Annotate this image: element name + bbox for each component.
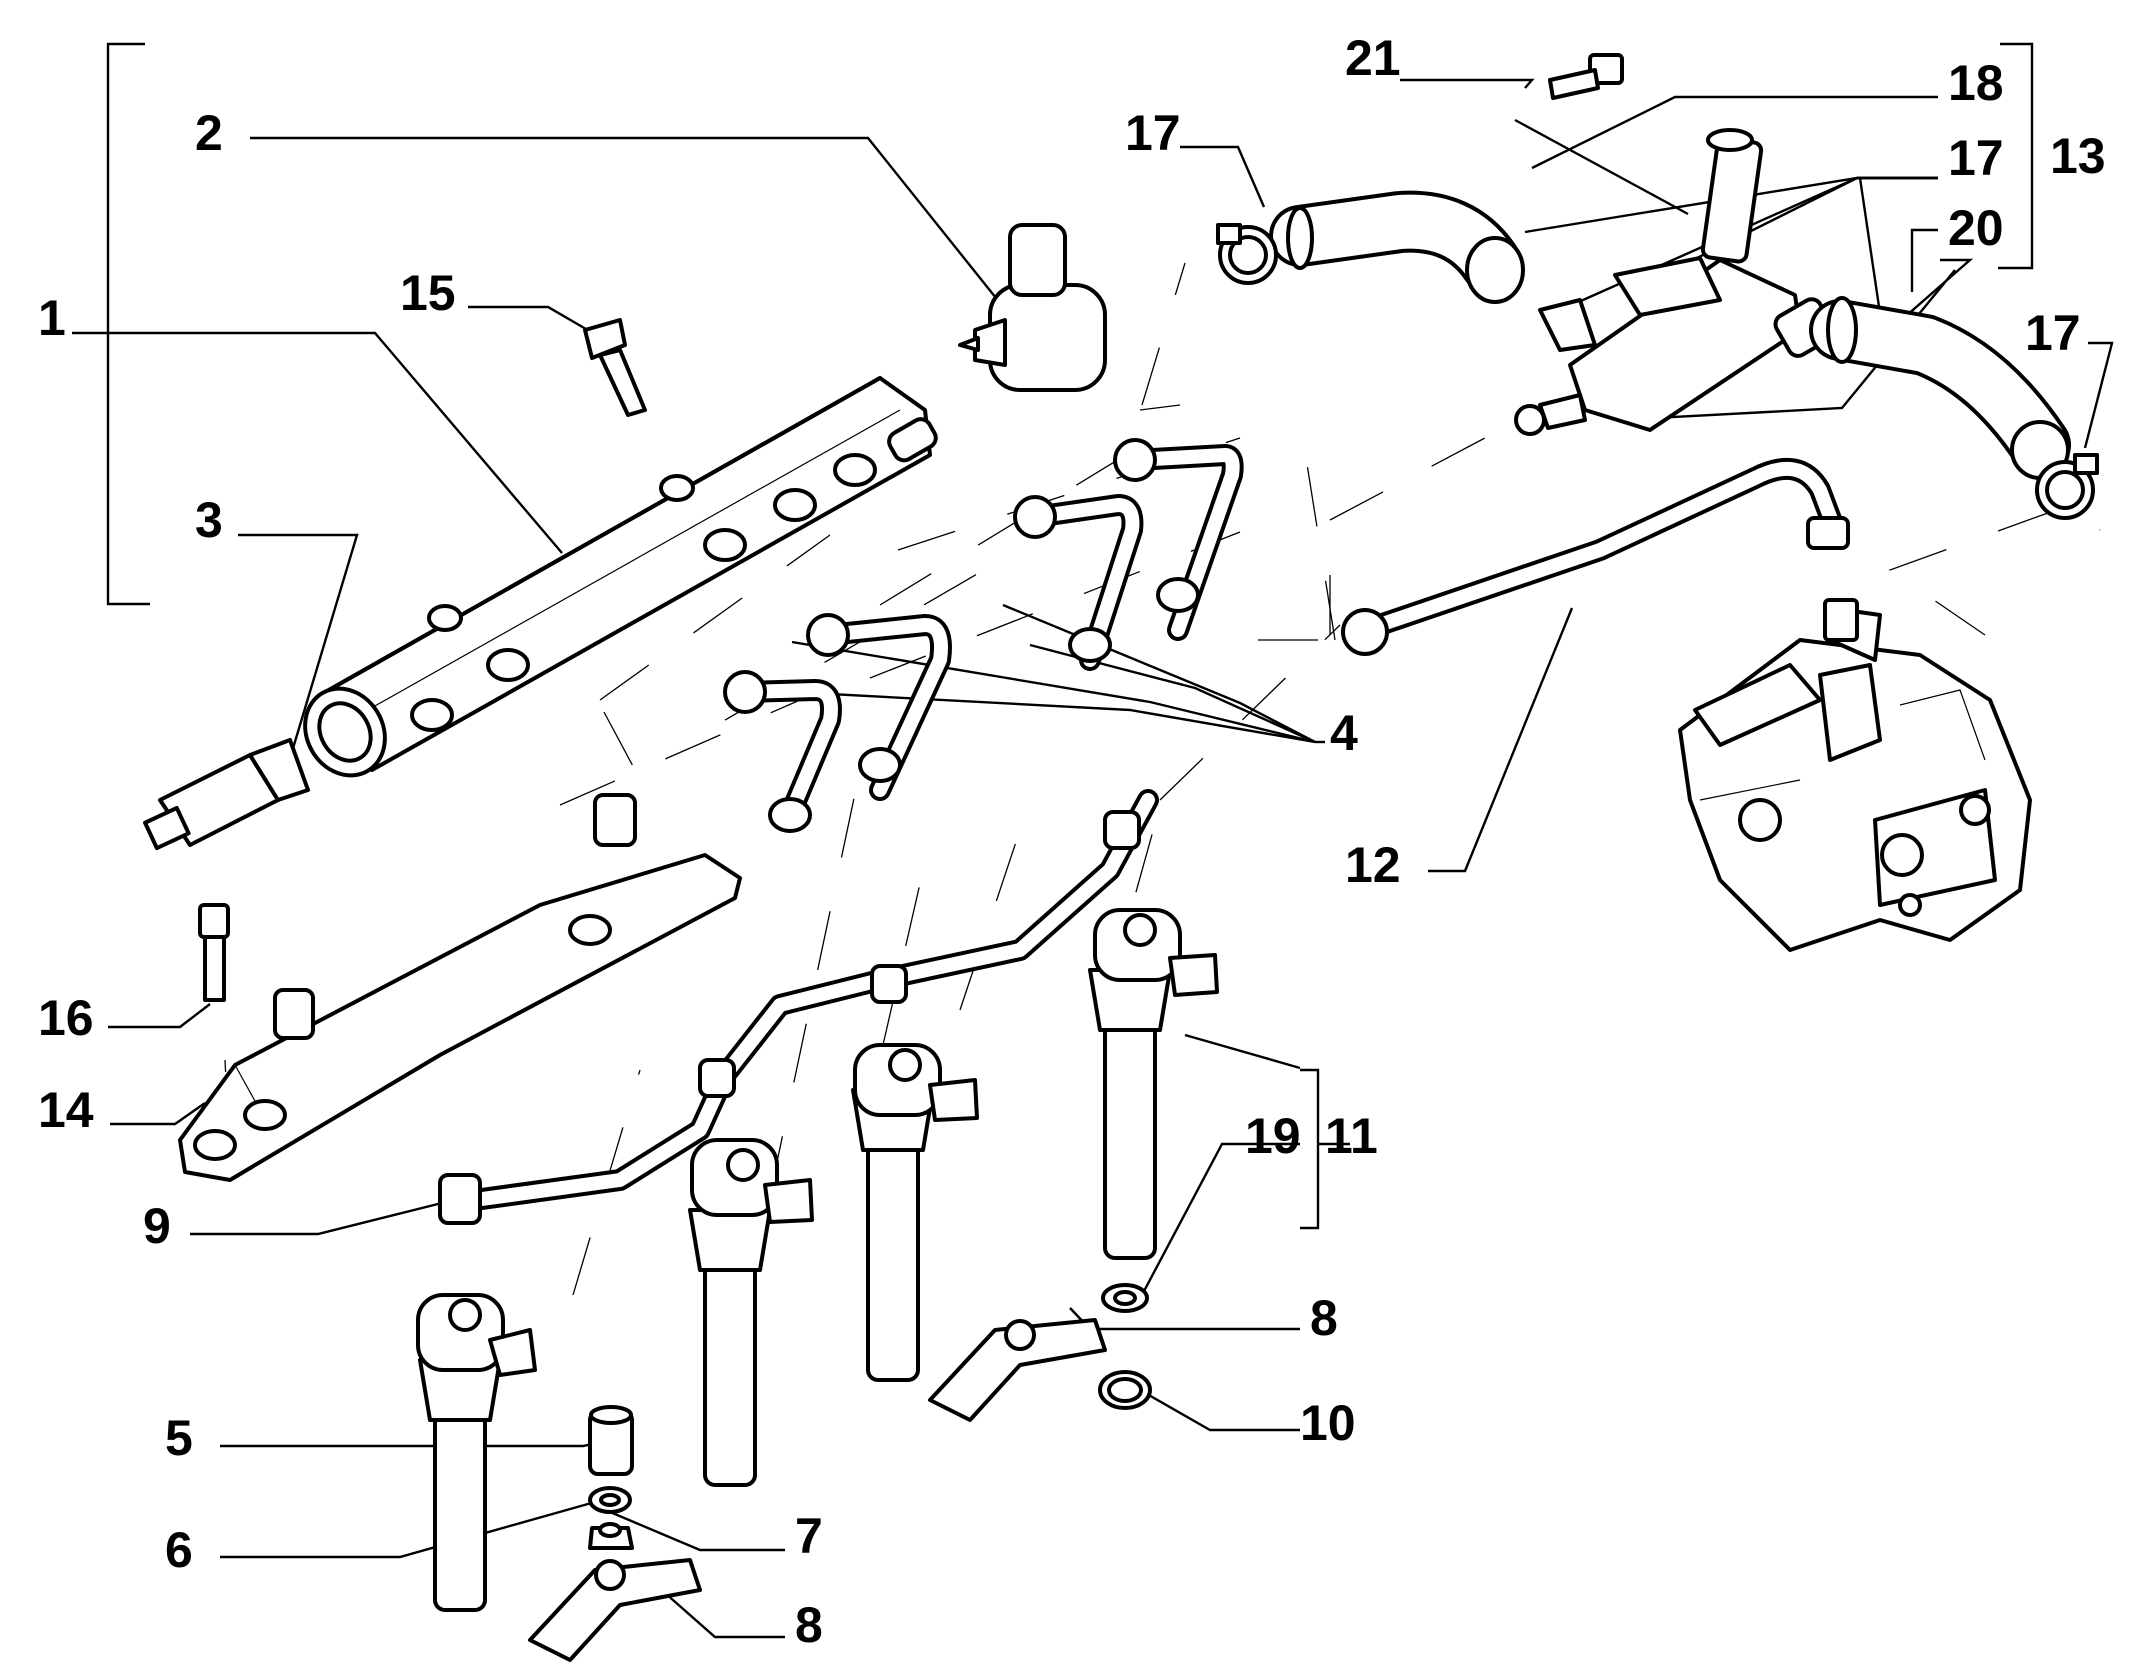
callout-19: 19 — [1245, 1108, 1301, 1164]
callout-labels: 1 2 3 4 5 6 7 8 8 9 10 11 12 13 14 15 16… — [38, 30, 2106, 1653]
callout-21: 21 — [1345, 30, 1401, 86]
callout-12: 12 — [1345, 837, 1401, 893]
callout-8-upper: 8 — [1310, 1290, 1338, 1346]
group-bracket-11 — [1300, 1068, 1320, 1230]
group-bracket-1 — [106, 42, 150, 606]
fuel-rail — [303, 376, 938, 778]
group-bracket-13 — [1998, 42, 2034, 270]
rail-cover — [178, 793, 742, 1182]
callout-13: 13 — [2050, 128, 2106, 184]
callout-8-lower: 8 — [795, 1597, 823, 1653]
thermostat-housing — [1514, 128, 1836, 436]
return-pipe — [1341, 457, 1850, 656]
injector-4 — [1088, 908, 1219, 1260]
callout-3: 3 — [195, 492, 223, 548]
hose-clamp-17-right — [2035, 453, 2099, 520]
callout-17-right: 17 — [2025, 305, 2081, 361]
callout-6: 6 — [165, 1522, 193, 1578]
coolant-hose-right — [1809, 296, 2071, 480]
coolant-hose-left — [1269, 190, 1525, 304]
bolt-16 — [198, 903, 230, 1002]
callout-20: 20 — [1948, 200, 2004, 256]
callout-4: 4 — [1330, 705, 1358, 761]
callout-18: 18 — [1948, 55, 2004, 111]
callout-17-left: 17 — [1125, 105, 1181, 161]
bolt-15 — [583, 318, 647, 417]
callout-2: 2 — [195, 105, 223, 161]
callout-9: 9 — [143, 1198, 171, 1254]
injector-pipes — [723, 438, 1244, 833]
nut-7 — [588, 1522, 634, 1550]
rail-outlet-ports — [410, 453, 877, 732]
sleeve-5 — [588, 1405, 634, 1476]
injector-2 — [688, 1138, 814, 1487]
callout-1: 1 — [38, 290, 66, 346]
washer-6 — [588, 1486, 632, 1514]
pressure-sensor — [143, 738, 310, 851]
callout-11: 11 — [1325, 1108, 1378, 1164]
callout-10: 10 — [1300, 1395, 1356, 1451]
bolt-21 — [1548, 53, 1624, 100]
callout-14: 14 — [38, 1082, 94, 1138]
callout-5: 5 — [165, 1410, 193, 1466]
injector-1 — [416, 1293, 537, 1612]
clamp-8-upper — [928, 1318, 1107, 1422]
injector-3 — [851, 1043, 979, 1382]
seal-19 — [1101, 1283, 1149, 1313]
pressure-regulator — [958, 223, 1107, 392]
hose-clamp-17-left — [1216, 223, 1278, 285]
clamp-8-lower — [528, 1558, 702, 1662]
callout-16: 16 — [38, 990, 94, 1046]
callout-15: 15 — [400, 265, 456, 321]
callout-17-mid: 17 — [1948, 130, 2004, 186]
leak-off-line — [438, 789, 1159, 1225]
seal-10 — [1098, 1370, 1152, 1410]
callout-7: 7 — [795, 1508, 823, 1564]
high-pressure-pump — [1678, 598, 2032, 952]
